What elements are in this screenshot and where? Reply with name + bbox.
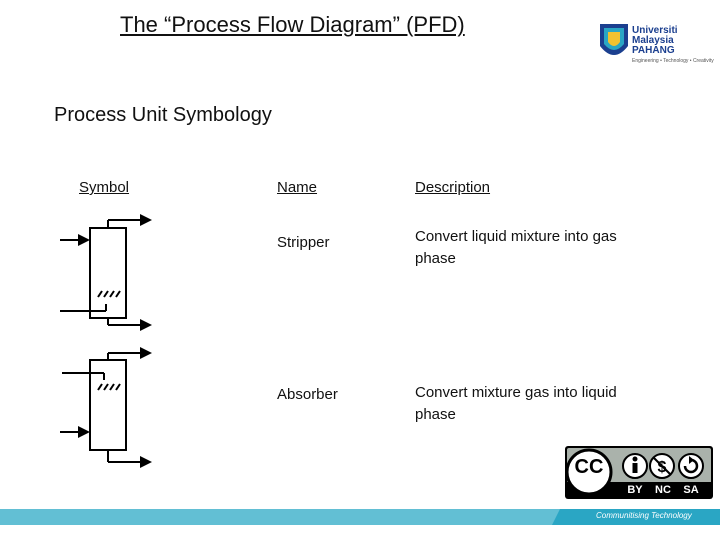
row-stripper-name: Stripper bbox=[277, 234, 330, 251]
absorber-symbol bbox=[60, 347, 152, 468]
page-title: The “Process Flow Diagram” (PFD) bbox=[120, 12, 465, 37]
section-title: Process Unit Symbology bbox=[54, 104, 272, 126]
row-absorber-description: Convert mixture gas into liquid phase bbox=[415, 384, 617, 423]
cc-sa-label: SA bbox=[683, 484, 699, 496]
stripper-symbol bbox=[60, 214, 152, 331]
cc-label: CC bbox=[574, 456, 604, 478]
footer-bar bbox=[0, 507, 720, 540]
logo-tagline: Engineering • Technology • Creativity bbox=[632, 58, 714, 64]
cc-icon bbox=[565, 448, 613, 496]
svg-text:$: $ bbox=[658, 459, 667, 476]
row-stripper-description: Convert liquid mixture into gas phase bbox=[415, 228, 617, 267]
header-symbol: Symbol bbox=[79, 179, 130, 196]
cc-nc-label: NC bbox=[655, 484, 671, 496]
footer-tagline: Communitising Technology bbox=[596, 511, 692, 520]
cc-license-badge: $ CC BY NC SA bbox=[565, 446, 713, 499]
header-name: Name bbox=[277, 179, 318, 196]
university-logo bbox=[600, 24, 628, 55]
header-description: Description bbox=[415, 179, 491, 196]
logo-text: Universiti Malaysia PAHANG bbox=[632, 25, 678, 56]
row-absorber-name: Absorber bbox=[277, 386, 338, 403]
sharealike-icon bbox=[678, 453, 704, 479]
cc-by-label: BY bbox=[627, 484, 643, 496]
